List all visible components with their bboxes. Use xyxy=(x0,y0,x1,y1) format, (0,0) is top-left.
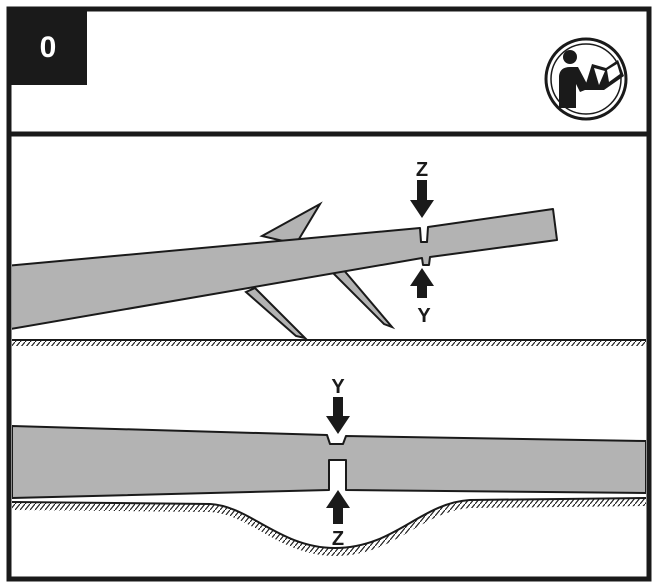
upper-log xyxy=(12,208,558,330)
branch-left xyxy=(244,286,309,340)
lower-bottom-cut-label: Z xyxy=(332,528,344,550)
step-badge: 0 xyxy=(9,9,87,85)
cut-arrow-top-lower xyxy=(326,397,350,434)
cut-arrow-top-upper xyxy=(410,180,434,218)
ground-hatching-lower xyxy=(12,498,646,556)
upper-top-cut-label: Z xyxy=(416,159,428,181)
lower-top-cut-label: Y xyxy=(331,376,345,398)
step-number: 0 xyxy=(40,31,57,64)
cut-arrow-bottom-upper xyxy=(410,268,434,298)
lower-log xyxy=(12,425,646,499)
upper-bottom-cut-label: Y xyxy=(417,305,431,327)
ground-hatching-upper xyxy=(12,340,646,346)
ground-line-lower xyxy=(12,497,646,550)
read-manual-icon xyxy=(544,37,628,121)
cut-arrow-bottom-lower xyxy=(326,490,350,524)
upper-log-scene: Z Y xyxy=(12,159,646,346)
lower-log-scene: Y Z xyxy=(12,376,646,556)
